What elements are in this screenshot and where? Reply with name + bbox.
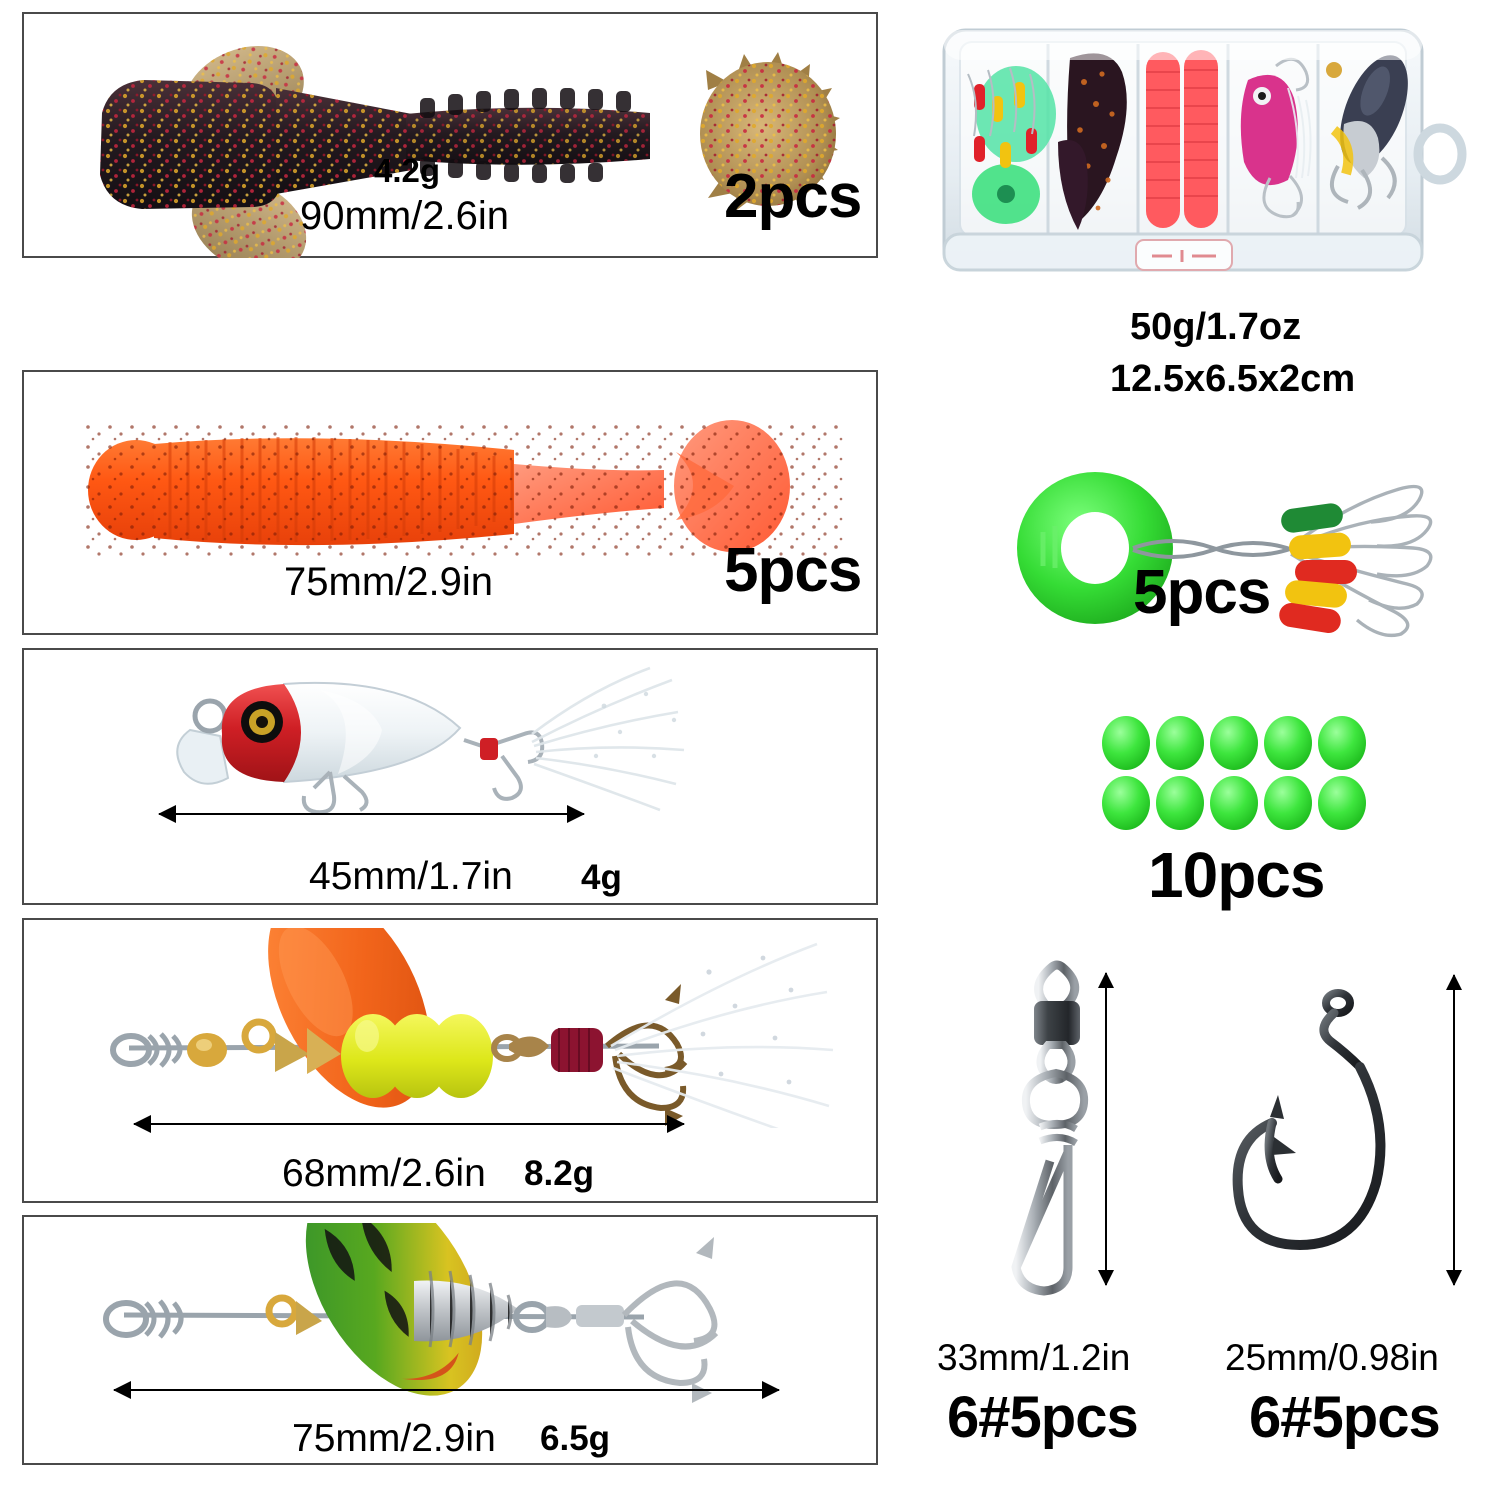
panel-3-weight-label: 4g: [581, 858, 622, 897]
soft-craw-lure-illustration: [100, 46, 840, 258]
panel-5-size-label: 75mm/2.9in: [292, 1417, 496, 1460]
hook-quantity-label: 6#5pcs: [1249, 1385, 1441, 1450]
perch-spinner-illustration: [103, 1223, 719, 1403]
luminous-beads-group: 10pcs: [1100, 715, 1500, 907]
panel-4-weight-label: 8.2g: [524, 1154, 595, 1193]
panel-5-weight-label: 6.5g: [540, 1419, 611, 1458]
panel-1-size-label: 90mm/2.6in: [300, 194, 509, 238]
crankbait-dimension-arrow: [159, 813, 584, 815]
hook-size-label: 25mm/0.98in: [1225, 1337, 1439, 1378]
panel-4-size-label: 68mm/2.6in: [282, 1152, 486, 1195]
panel-1-quantity-label: 2pcs: [724, 162, 862, 231]
hook-dimension-arrow: [1453, 975, 1455, 1285]
tackle-box-illustration: [942, 28, 1467, 272]
panel-frog-craw-soft-bait: 4.2g 90mm/2.6in 2pcs: [22, 12, 878, 258]
panel-1-weight-label: 4.2g: [374, 152, 441, 189]
bobber-stops-quantity-label: 5pcs: [1133, 558, 1271, 627]
snap-swivel-illustration: [1011, 960, 1089, 1296]
offset-worm-hook-group: 25mm/0.98in 6#5pcs: [1225, 955, 1500, 1500]
offset-worm-hook-illustration: [1232, 989, 1386, 1251]
panel-orange-blade-spinner: 68mm/2.6in 8.2g: [22, 918, 878, 1203]
paddle-tail-grub-illustration: [84, 420, 844, 557]
panel-red-crankbait: 45mm/1.7in 4g: [22, 648, 878, 905]
bobber-stops-group: 5pcs: [985, 450, 1485, 660]
tackle-box-weight-label: 50g/1.7oz: [1130, 306, 1302, 348]
snap-swivel-group: 33mm/1.2in 6#5pcs: [935, 955, 1225, 1500]
swivel-dimension-arrow: [1105, 973, 1107, 1285]
beads-quantity-label: 10pcs: [1148, 839, 1325, 911]
luminous-beads-illustration: [1102, 716, 1366, 830]
panel-orange-paddle-tail-grub: 75mm/2.9in 5pcs: [22, 370, 878, 635]
panel-3-size-label: 45mm/1.7in: [309, 855, 513, 898]
perch-spinner-dimension-arrow: [114, 1389, 779, 1391]
swivel-quantity-label: 6#5pcs: [947, 1385, 1139, 1450]
tackle-box-size-label: 12.5x6.5x2cm: [1110, 358, 1356, 400]
panel-2-quantity-label: 5pcs: [724, 536, 862, 605]
crankbait-illustration: [176, 666, 685, 815]
bobber-stops-illustration: [1017, 472, 1433, 638]
orange-spinner-illustration: [110, 928, 834, 1128]
tackle-box-group: 50g/1.7oz 12.5x6.5x2cm: [930, 18, 1490, 408]
panel-2-size-label: 75mm/2.9in: [284, 560, 493, 604]
orange-spinner-dimension-arrow: [134, 1123, 684, 1125]
panel-perch-blade-spinner: 75mm/2.9in 6.5g: [22, 1215, 878, 1465]
swivel-size-label: 33mm/1.2in: [937, 1337, 1131, 1378]
